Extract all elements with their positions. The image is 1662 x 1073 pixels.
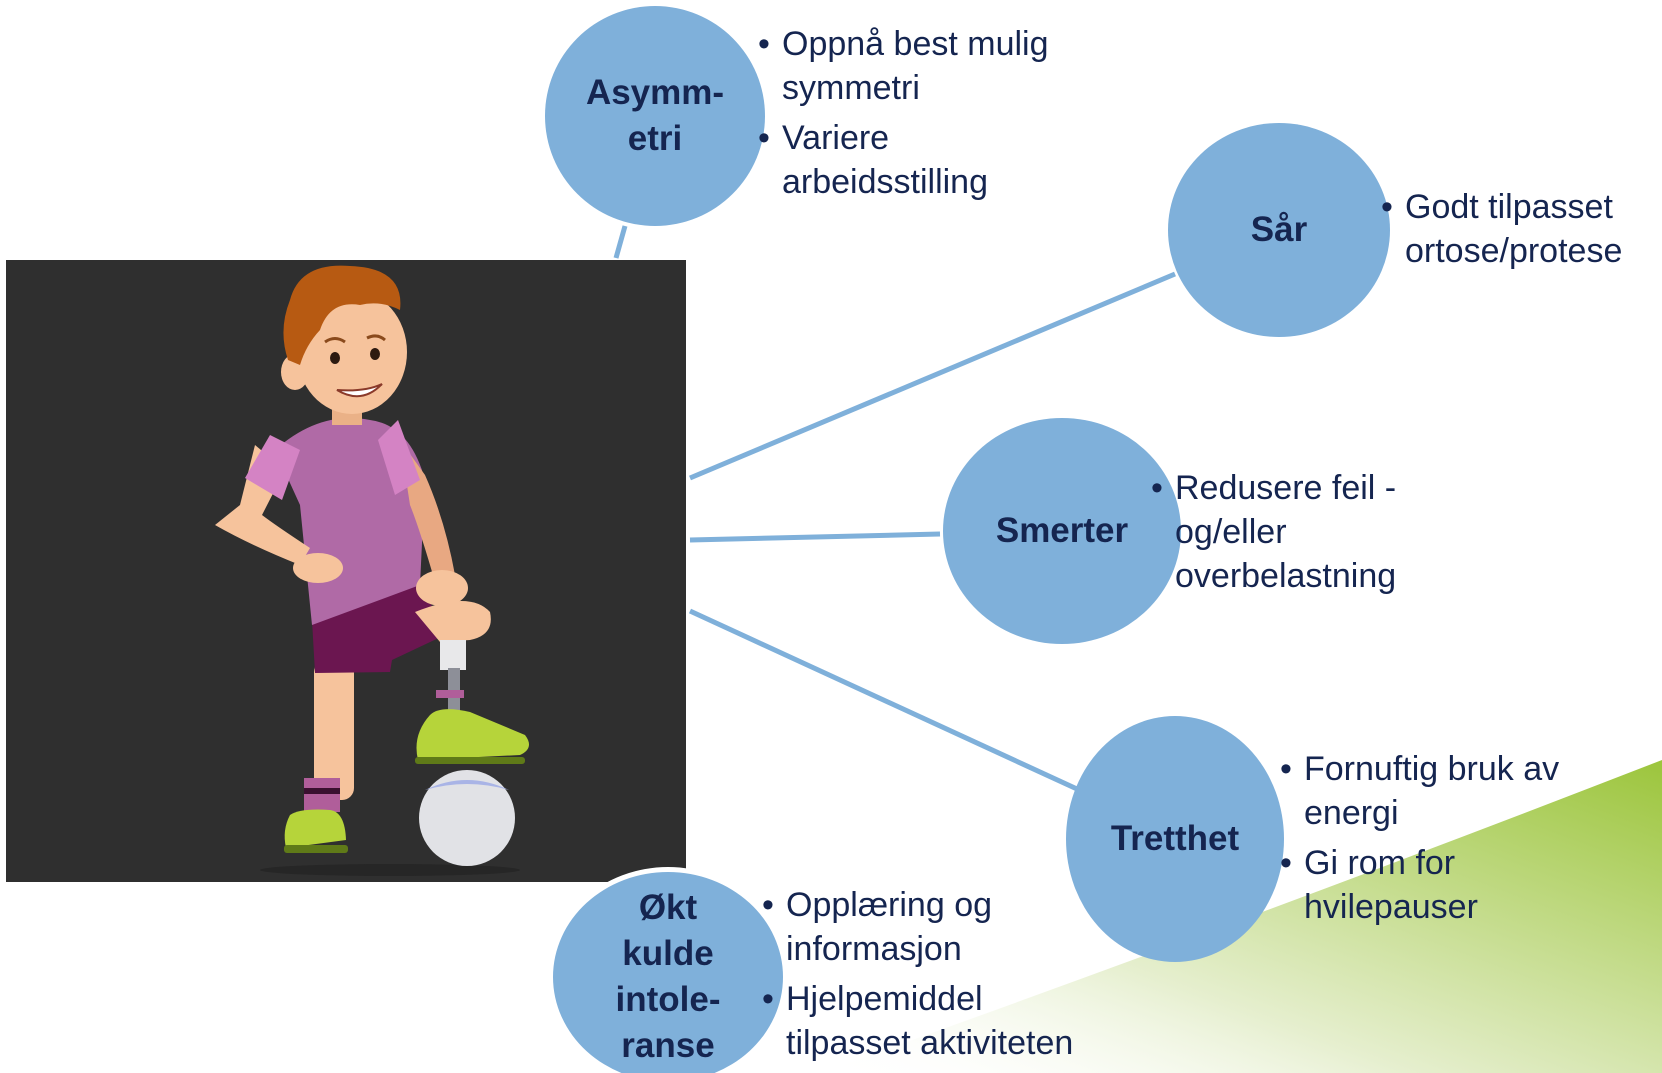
connector-smerter <box>689 531 941 543</box>
tretthet-bullets: Fornuftig bruk av energi Gi rom for hvil… <box>1280 747 1662 935</box>
bullet-item: Hjelpemiddel tilpasset aktiviteten <box>762 977 1122 1065</box>
node-smerter: Smerter <box>943 418 1181 644</box>
sar-bullets: Godt tilpasset ortose/protese <box>1381 185 1662 279</box>
bullet-item: Opplæring og informasjon <box>762 883 1122 971</box>
connector-sar <box>689 271 1176 481</box>
bullet-item: Oppnå best mulig symmetri <box>758 22 1088 110</box>
smerter-bullets: Redusere feil - og/eller overbelastning <box>1151 466 1431 604</box>
bullet-item: Gi rom for hvilepauser <box>1280 841 1662 929</box>
node-kulde-title: Økt kulde intole- ranse <box>615 888 721 1065</box>
node-asymmetri-title: Asymm- etri <box>585 73 725 158</box>
node-sar: Sår <box>1168 123 1390 337</box>
node-tretthet-title: Tretthet <box>1110 819 1240 858</box>
green-swoosh <box>820 760 1662 1073</box>
bullet-item: Variere arbeidsstilling <box>758 116 1088 204</box>
node-smerter-title: Smerter <box>995 511 1129 550</box>
kulde-bullets: Opplæring og informasjon Hjelpemiddel ti… <box>762 883 1122 1071</box>
football <box>419 770 515 866</box>
bullet-item: Redusere feil - og/eller overbelastning <box>1151 466 1431 598</box>
connector-tretthet <box>688 608 1079 792</box>
node-asymmetri: Asymm- etri <box>545 6 765 226</box>
node-kulde-intoleranse: Økt kulde intole- ranse <box>548 867 788 1073</box>
node-sar-title: Sår <box>1250 210 1308 249</box>
bullet-item: Godt tilpasset ortose/protese <box>1381 185 1662 273</box>
bullet-item: Fornuftig bruk av energi <box>1280 747 1662 835</box>
connector-asymmetri <box>613 225 628 259</box>
asymmetri-bullets: Oppnå best mulig symmetri Variere arbeid… <box>758 22 1088 210</box>
